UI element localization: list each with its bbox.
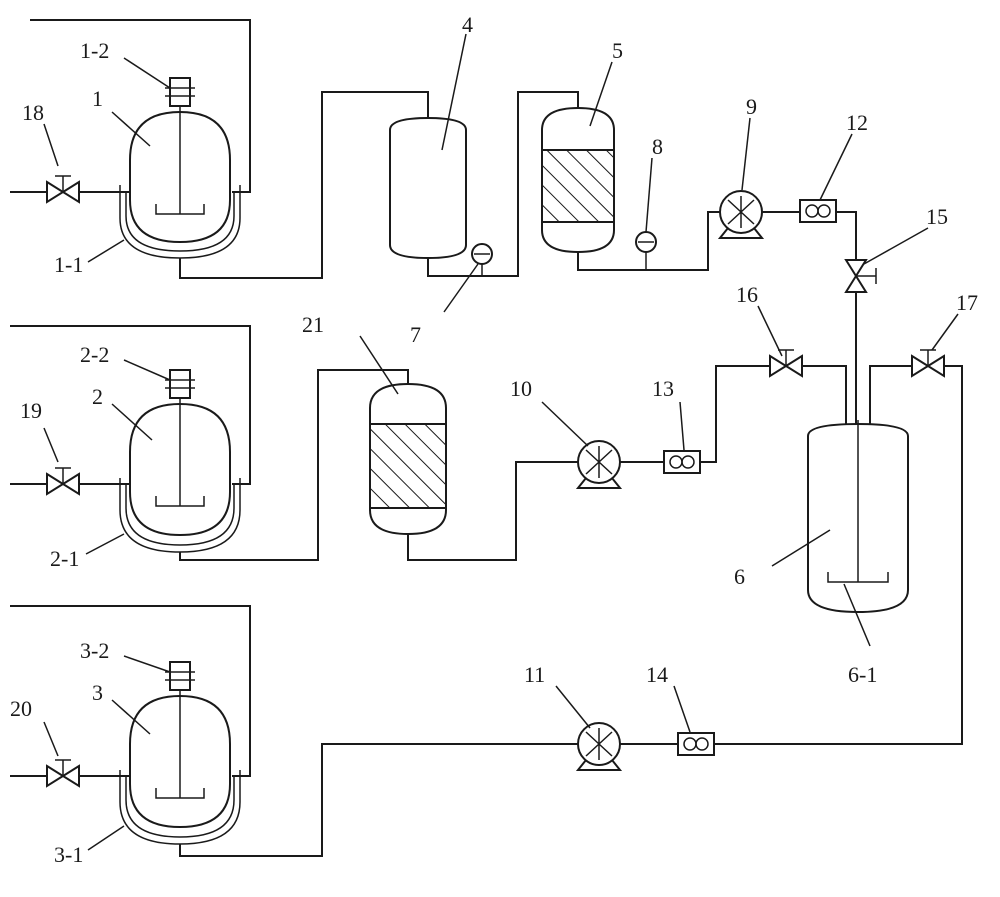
label-gauge-8: 8 [652,134,663,159]
label-vessel-6: 6 [734,564,745,589]
label-valve-15: 15 [926,204,948,229]
reactor-3-outlet-line [179,743,578,857]
pressure-gauge-8 [635,231,657,270]
label-pump-9: 9 [746,94,757,119]
label-reactor-2: 2 [92,384,103,409]
valve-17[interactable] [911,349,945,378]
label-reactor-2-jacket: 2-1 [50,546,79,571]
label-pump-10: 10 [510,376,532,401]
reactor-3-group [10,605,578,857]
pump-10 [575,440,623,489]
reactor-1-motor [165,77,195,107]
label-valve-19: 19 [20,398,42,423]
label-reactor-1-motor: 1-2 [80,38,109,63]
valve-16-to-vessel-6-line [802,365,847,426]
valve-16[interactable] [769,349,803,378]
label-leaders [43,33,959,851]
reactor-2-group [10,325,409,561]
flowmeter-12 [799,199,837,223]
pressure-gauge-7 [471,243,493,276]
label-valve-20: 20 [10,696,32,721]
column-5 [541,106,615,254]
flowmeter-13 [663,450,701,474]
valve-20[interactable] [46,759,80,788]
reactor-2-feed-line [10,325,251,485]
reactor-2-motor [165,369,195,399]
column-21-packing [369,423,447,509]
pump-9 [717,190,765,239]
label-column-5: 5 [612,38,623,63]
reactor-3-feed-line [10,605,251,777]
label-flowmeter-13: 13 [652,376,674,401]
label-flowmeter-12: 12 [846,110,868,135]
reactor-1-feed-line [30,19,251,193]
column-5-outlet-line [577,211,720,271]
reactor-3-motor [165,661,195,691]
reactor-2-outlet-line [179,369,409,561]
reactor-3-jacket-inner [125,776,235,838]
label-reactor-3-motor: 3-2 [80,638,109,663]
label-valve-18: 18 [22,100,44,125]
reactor-1-outlet-line [179,91,429,279]
reactor-1-group [10,19,429,279]
reactor-1-jacket-inner [125,192,235,252]
label-pump-11: 11 [524,662,545,687]
valve-18[interactable] [46,175,80,204]
label-flowmeter-14: 14 [646,662,668,687]
pump-11 [575,722,623,771]
label-reactor-3: 3 [92,680,103,705]
label-tank-4: 4 [462,12,473,37]
label-valve-16: 16 [736,282,758,307]
valve-17-to-vessel-6-line [869,365,912,426]
vessel-6 [807,420,909,614]
tank-4-outlet-line [427,91,579,277]
label-column-21: 21 [302,312,324,337]
flowmeter-13-to-valve-16-line [700,365,770,463]
flowmeter-14-to-vessel-6-line [714,365,963,745]
valve-15[interactable] [844,259,877,293]
label-gauge-7: 7 [410,322,421,347]
flowmeter-14 [677,732,715,756]
label-reactor-3-jacket: 3-1 [54,842,83,867]
vessel-6-stirrer [827,572,889,583]
reactor-2-jacket-inner [125,484,235,546]
label-vessel-6-stirrer: 6-1 [848,662,877,687]
column-21-outlet-line [407,461,578,561]
column-21 [369,382,447,536]
label-reactor-1-jacket: 1-1 [54,252,83,277]
flowmeter-12-to-vessel-6-line [836,211,857,260]
label-valve-17: 17 [956,290,978,315]
tank-4 [389,116,467,260]
column-5-packing [541,149,615,223]
label-reactor-2-motor: 2-2 [80,342,109,367]
valve-19[interactable] [46,467,80,496]
label-reactor-1: 1 [92,86,103,111]
